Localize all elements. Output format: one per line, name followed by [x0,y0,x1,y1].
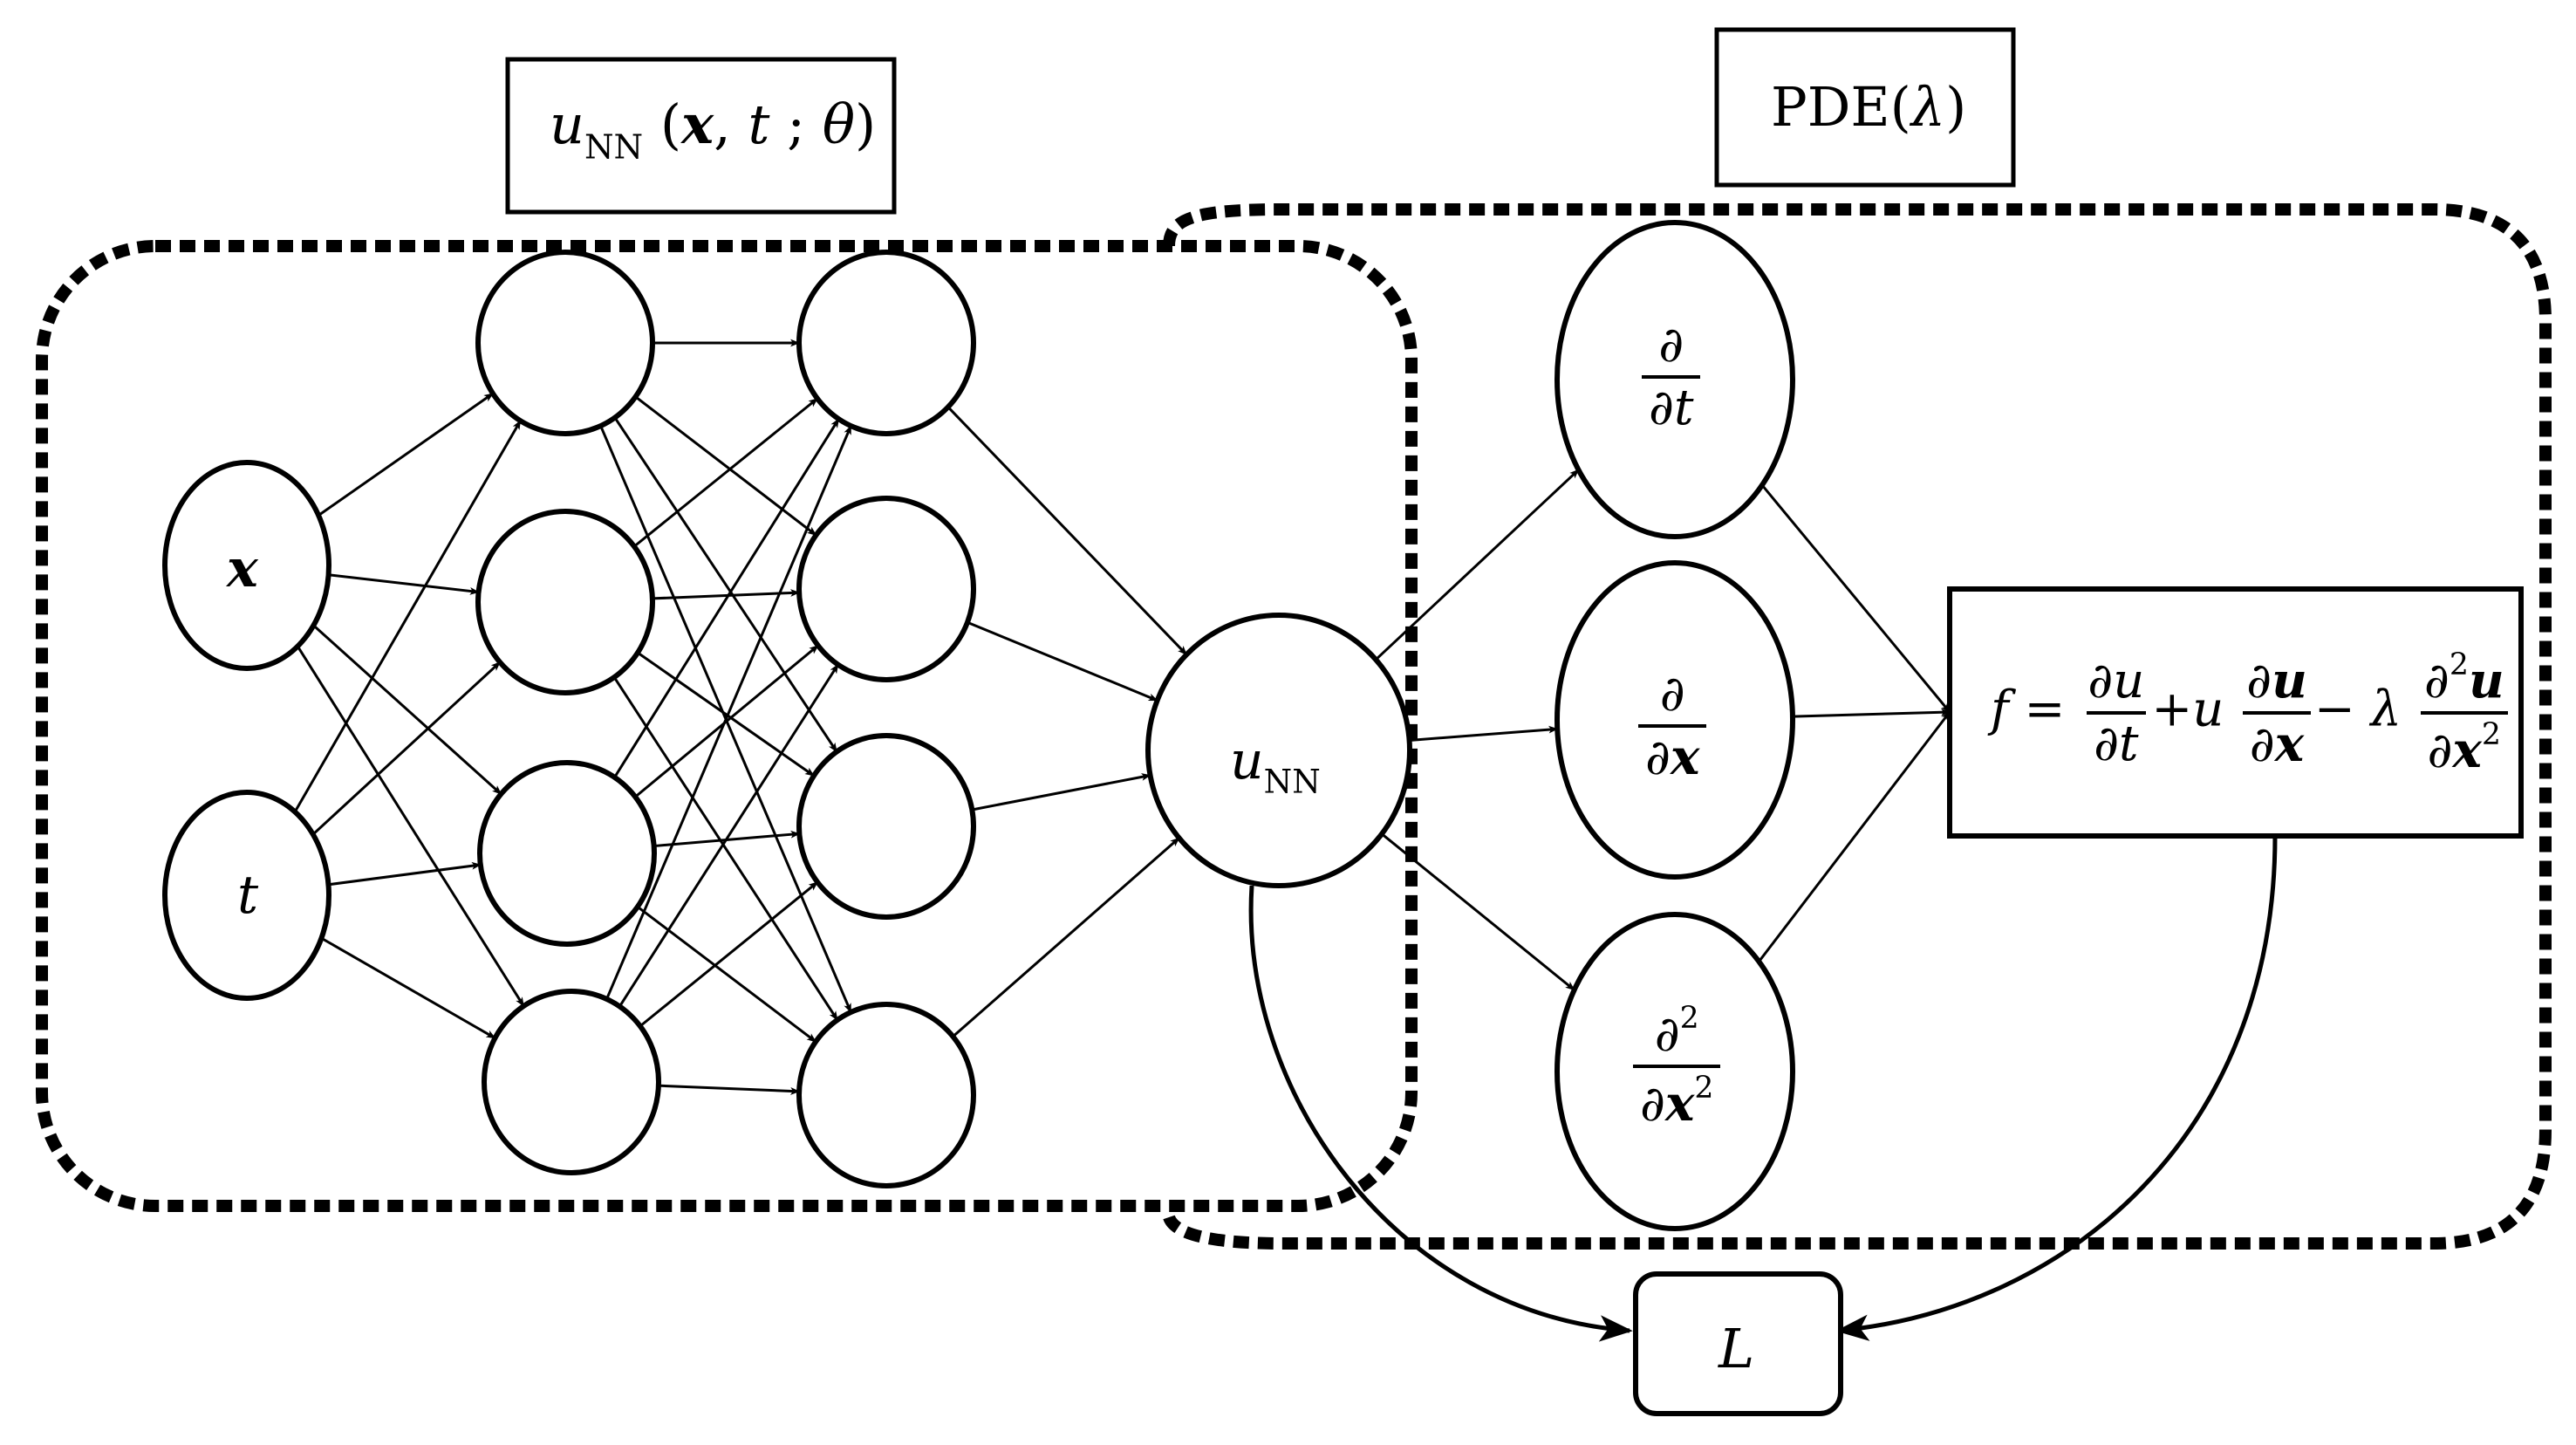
dt-node-label: ∂∂t [1642,321,1701,433]
hidden1-node-4 [482,989,661,1175]
pde-region-border [1163,203,2552,1250]
edge-hidden1-node-3-to-hidden2-node-1 [613,418,840,778]
edge-hidden1-node-4-to-hidden2-node-2 [618,663,839,1008]
edge-hidden1-node-4-to-hidden2-node-4 [658,1084,801,1095]
edge-hidden2-node-1-to-output [946,406,1188,656]
edge-hidden1-node-3-to-hidden2-node-4 [636,905,817,1044]
residual-equation: f = ∂u∂t+u ∂u∂x− λ ∂2u∂x2 [1991,650,2511,776]
edge-input-node-x-to-hidden1-node-4 [296,645,525,1007]
loss-edge-from-output [1248,885,1633,1342]
input-node-x-label: x [227,538,258,599]
edge-input-node-t-to-hidden1-node-1 [293,420,522,813]
output-node-label: uNN [1230,730,1321,801]
input-node-x [162,460,331,671]
hidden1-node-1 [475,250,655,436]
edge-hidden1-node-1-to-hidden2-node-3 [613,416,838,753]
edge-hidden1-node-4-to-hidden2-node-3 [639,880,819,1028]
edges [293,339,1951,1095]
loss-box [1633,1271,1843,1416]
edge-input-node-t-to-hidden1-node-3 [328,861,482,887]
loss-edge-from-residual [1835,835,2278,1341]
edge-hidden2-node-2-to-output [967,620,1158,702]
edge-output-to-dt-node [1375,469,1580,661]
dx-node [1554,560,1795,880]
dt-node [1554,220,1795,539]
nn-title-box [505,57,897,215]
edge-hidden2-node-3-to-output [972,773,1151,812]
edge-dx-node-to-residual [1792,708,1951,718]
input-node-t-label: t [237,865,259,926]
edge-hidden1-node-1-to-hidden2-node-2 [634,395,817,537]
edge-input-node-t-to-hidden1-node-4 [320,936,496,1039]
hidden2-node-1 [796,250,976,436]
nn-title: uNN (x, t ; θ) [550,92,877,168]
edge-output-to-dx-node [1409,725,1559,742]
edge-hidden1-node-2-to-hidden2-node-4 [612,676,839,1021]
edge-hidden1-node-2-to-hidden2-node-1 [633,397,818,548]
edge-hidden1-node-3-to-hidden2-node-2 [634,644,819,798]
dx-node-label: ∂∂x [1638,670,1707,783]
edge-hidden1-node-4-to-hidden2-node-1 [605,425,852,1000]
hidden2-node-2 [796,496,976,682]
hidden2-node-3 [796,733,976,920]
nodes [162,220,1795,1231]
edge-output-to-dxx-node [1381,832,1575,991]
edge-hidden1-node-2-to-hidden2-node-2 [652,589,801,600]
edge-hidden2-node-4-to-output [952,837,1180,1038]
dxx-node [1554,912,1795,1231]
input-node-t [162,790,331,1001]
edge-dt-node-to-residual [1760,483,1951,713]
edge-hidden1-node-2-to-hidden2-node-3 [637,651,815,777]
dxx-node-label: ∂2∂x2 [1633,1003,1721,1129]
pde-title-box [1714,27,2016,188]
pde-title: PDE(λ) [1771,75,1967,139]
edge-input-node-x-to-hidden1-node-3 [312,624,502,796]
nn-region-border [36,240,1418,1212]
loss-label: L [1718,1317,1755,1380]
edge-input-node-x-to-hidden1-node-2 [328,573,480,595]
hidden1-node-2 [475,509,655,695]
hidden2-node-4 [796,1002,976,1188]
edge-dxx-node-to-residual [1758,711,1951,962]
output-node [1145,613,1412,888]
edge-input-node-t-to-hidden1-node-2 [311,661,502,836]
edge-input-node-x-to-hidden1-node-1 [318,392,494,517]
hidden1-node-3 [477,760,657,947]
